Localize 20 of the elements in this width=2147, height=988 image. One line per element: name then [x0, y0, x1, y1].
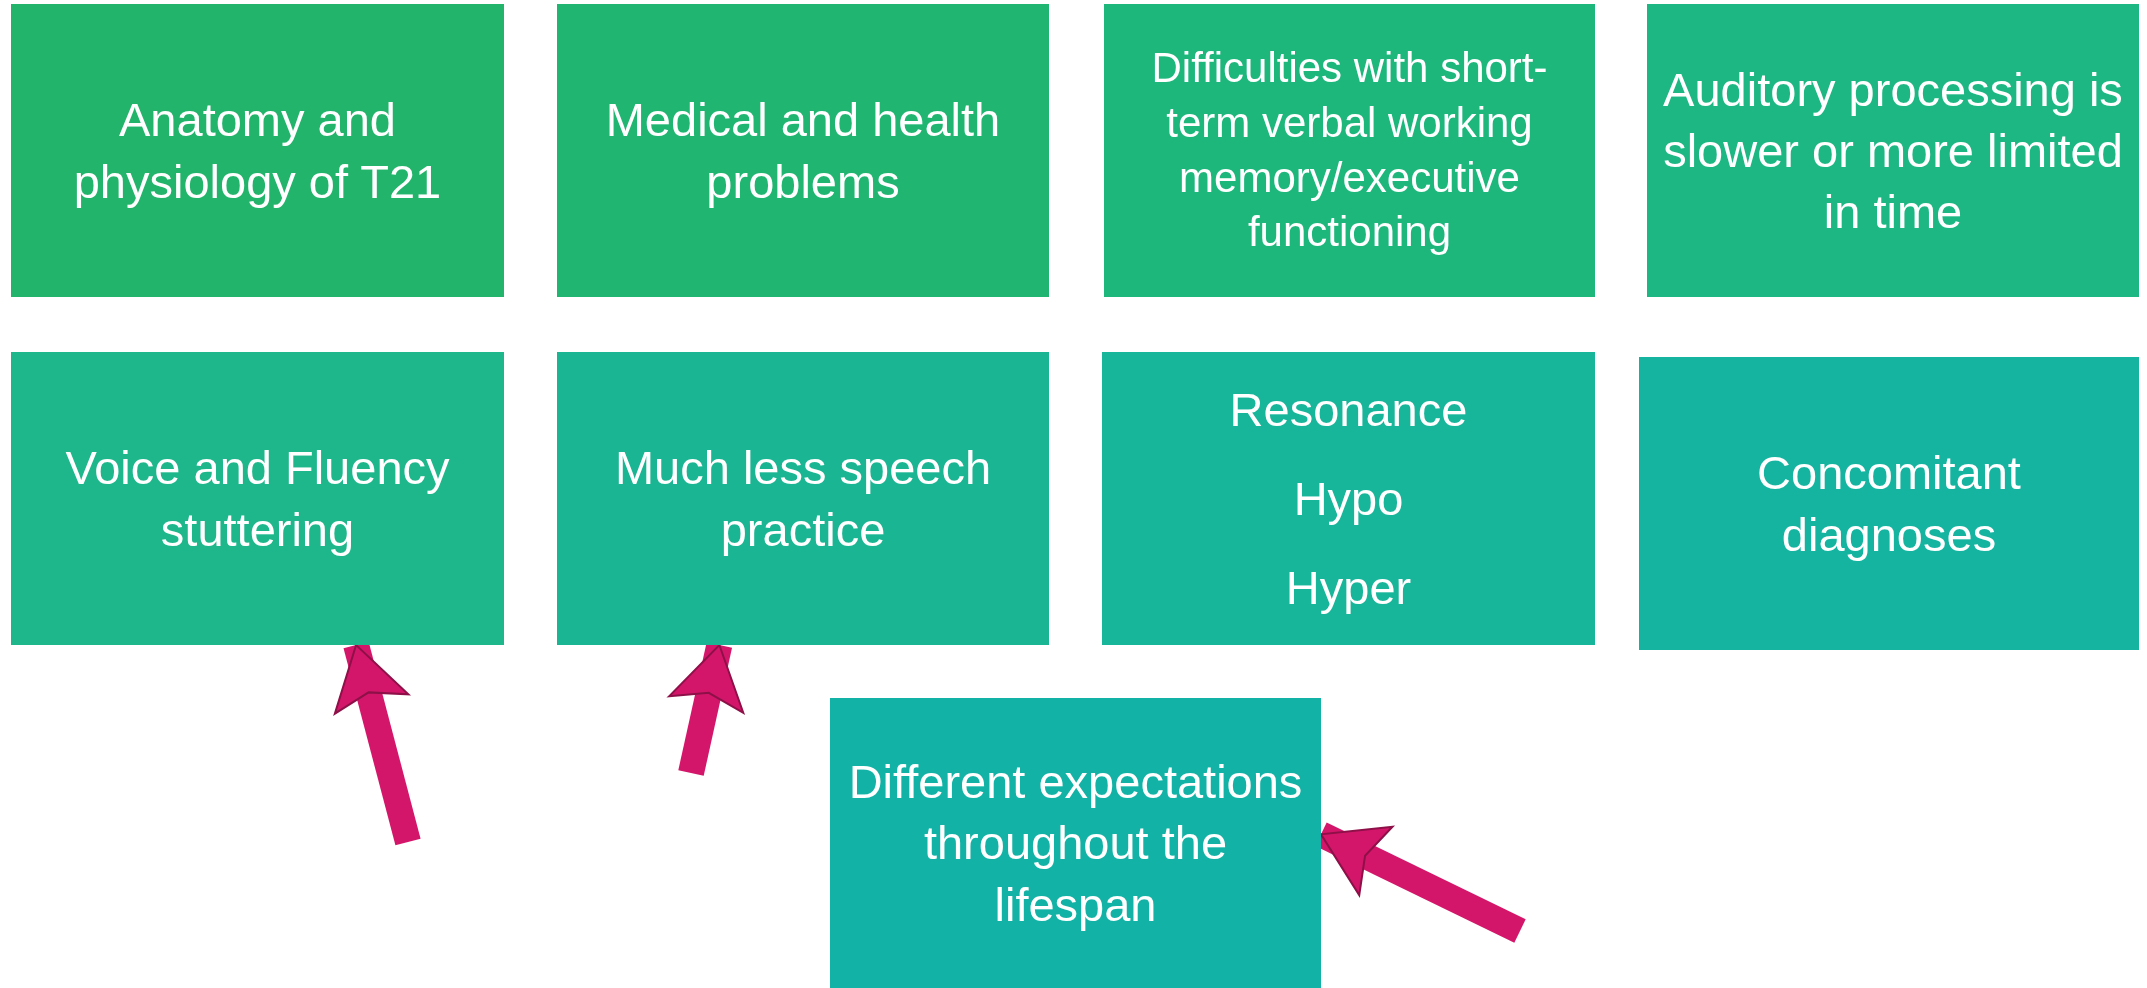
box-label: Resonance [1229, 381, 1468, 438]
text-box [11, 4, 504, 297]
box-label: Medical and health problems [604, 92, 1002, 210]
box-label: Anatomy and physiology of T21 [72, 92, 443, 210]
box-label: Difficulties with short-term verbal working memory/executive functioning [1150, 43, 1549, 258]
box-label: Much less speech practice [613, 440, 993, 558]
box-label: Hyper [1285, 560, 1412, 617]
box-label: Voice and Fluency stuttering [64, 440, 451, 558]
box-label: Concomitant diagnoses [1756, 445, 2022, 563]
text-box [1647, 4, 2139, 297]
box-label: Auditory processing is slower or more limited in time [1662, 61, 2124, 241]
text-box [830, 698, 1321, 988]
text-box [557, 4, 1049, 297]
text-box [1639, 357, 2139, 650]
text-box [557, 352, 1049, 645]
text-box [1104, 4, 1595, 297]
box-label: Hypo [1293, 470, 1404, 527]
box-label: Different expectations throughout the lifespan [847, 754, 1304, 933]
text-box [1102, 352, 1595, 645]
text-box [11, 352, 504, 645]
